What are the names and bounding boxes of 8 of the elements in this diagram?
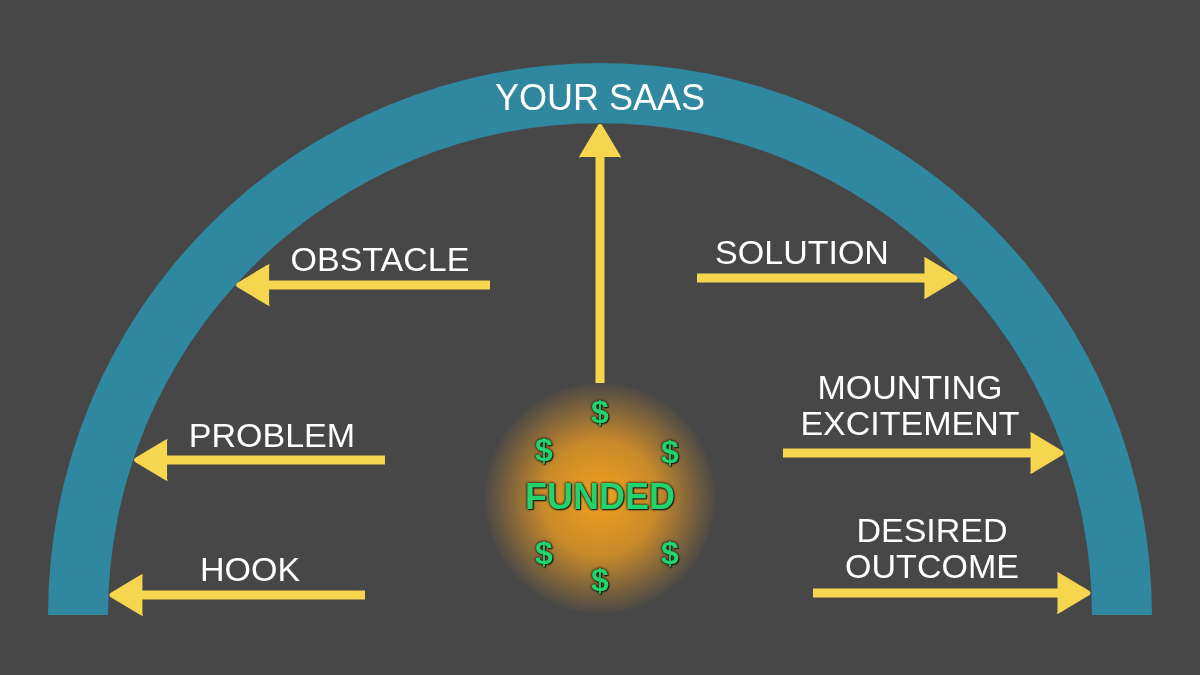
center-word: FUNDED — [525, 479, 675, 515]
arch-title: YOUR SAAS — [494, 80, 706, 116]
dollar-sign: $ — [535, 434, 553, 466]
dollar-sign: $ — [661, 436, 679, 468]
dollar-sign: $ — [591, 396, 609, 428]
dollar-sign: $ — [535, 537, 553, 569]
dollar-sign: $ — [661, 537, 679, 569]
dollar-sign: $ — [591, 564, 609, 596]
